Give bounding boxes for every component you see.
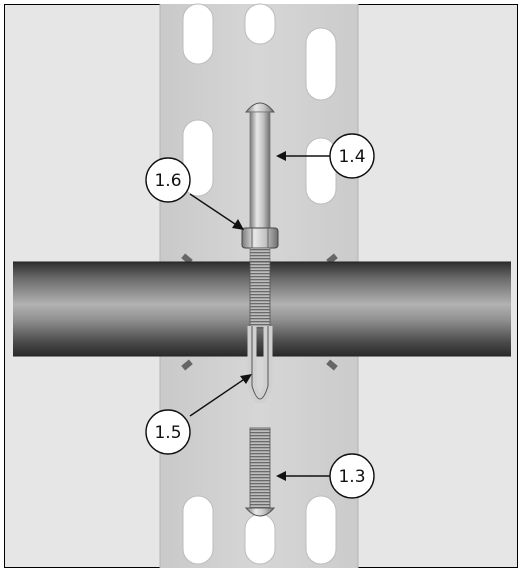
- upper-bolt: [244, 102, 276, 231]
- callout-1-6: 1.6: [145, 157, 191, 203]
- u-bolt: [247, 261, 273, 404]
- callout-label: 1.5: [154, 423, 181, 443]
- callout-label: 1.4: [338, 147, 365, 167]
- leader-lines: [189, 151, 330, 481]
- callout-1-4: 1.4: [329, 133, 375, 179]
- callout-label: 1.3: [338, 467, 365, 487]
- lower-bolt: [244, 427, 276, 517]
- callout-1-3: 1.3: [329, 453, 375, 499]
- callout-label: 1.6: [154, 171, 181, 191]
- hex-nut: [241, 227, 279, 263]
- callout-1-5: 1.5: [145, 409, 191, 455]
